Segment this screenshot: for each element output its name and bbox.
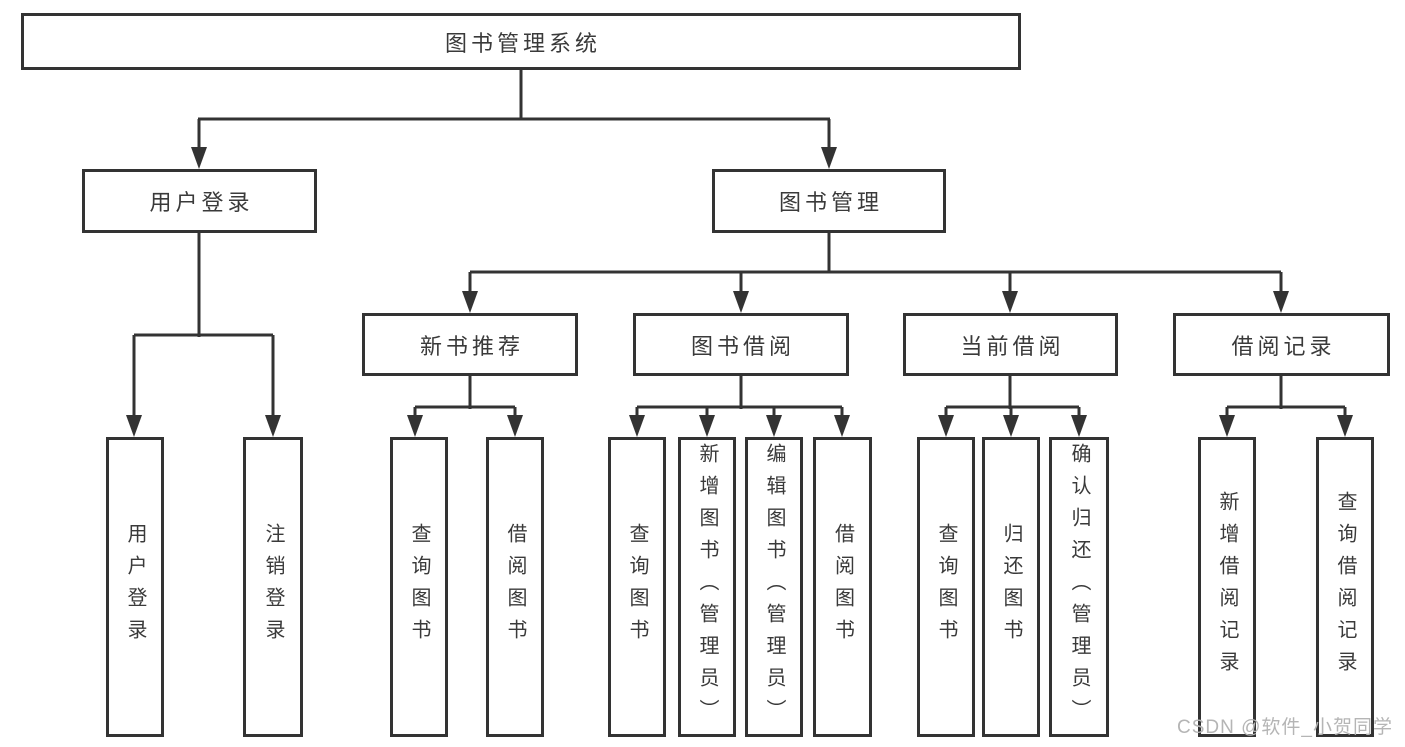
node-user-login: 用户登录 (82, 169, 317, 233)
node-leaf-query-books-1: 查询图书 (390, 437, 448, 737)
connector-currentborrow-to-leaves (938, 375, 1087, 437)
connector-bookborrow-to-leaves (629, 375, 850, 437)
node-leaf-logout: 注销登录 (243, 437, 303, 737)
leaf-label: 归还图书 (1000, 523, 1022, 651)
connector-newbookrec-to-leaves (407, 375, 523, 437)
node-root-library-system: 图书管理系统 (21, 13, 1021, 70)
node-borrowing-records: 借阅记录 (1173, 313, 1390, 376)
node-leaf-confirm-return-admin: 确认归还（管理员） (1049, 437, 1109, 737)
node-leaf-return-book: 归还图书 (982, 437, 1040, 737)
node-leaf-user-login: 用户登录 (106, 437, 164, 737)
node-leaf-borrow-books-1: 借阅图书 (486, 437, 544, 737)
leaf-label: 查询借阅记录 (1334, 491, 1356, 683)
node-leaf-borrow-books-2: 借阅图书 (813, 437, 872, 737)
leaf-label: 查询图书 (626, 523, 648, 651)
connector-bookmgmt-to-level3 (462, 232, 1289, 313)
connector-userlogin-to-leaves (126, 232, 281, 437)
leaf-label: 用户登录 (124, 523, 146, 651)
leaf-label: 新增图书（管理员） (696, 443, 718, 731)
leaf-label: 借阅图书 (831, 523, 854, 651)
csdn-watermark: CSDN @软件_小贺同学 (1177, 717, 1393, 738)
leaf-label: 查询图书 (935, 523, 957, 651)
node-book-management: 图书管理 (712, 169, 946, 233)
node-leaf-query-borrow-record: 查询借阅记录 (1316, 437, 1374, 737)
node-new-book-recommendation: 新书推荐 (362, 313, 578, 376)
node-leaf-add-borrow-record: 新增借阅记录 (1198, 437, 1256, 737)
node-leaf-add-book-admin: 新增图书（管理员） (678, 437, 736, 737)
connector-borrowrecords-to-leaves (1219, 375, 1353, 437)
leaf-label: 查询图书 (408, 523, 430, 651)
leaf-label: 确认归还（管理员） (1068, 443, 1090, 731)
node-leaf-query-books-3: 查询图书 (917, 437, 975, 737)
leaf-label: 编辑图书（管理员） (763, 443, 785, 731)
leaf-label: 新增借阅记录 (1216, 491, 1238, 683)
node-leaf-query-books-2: 查询图书 (608, 437, 666, 737)
node-book-borrowing: 图书借阅 (633, 313, 849, 376)
leaf-label: 注销登录 (262, 523, 284, 651)
connector-root-to-level2 (191, 68, 837, 169)
node-current-borrowing: 当前借阅 (903, 313, 1118, 376)
leaf-label: 借阅图书 (504, 523, 526, 651)
node-leaf-edit-book-admin: 编辑图书（管理员） (745, 437, 803, 737)
